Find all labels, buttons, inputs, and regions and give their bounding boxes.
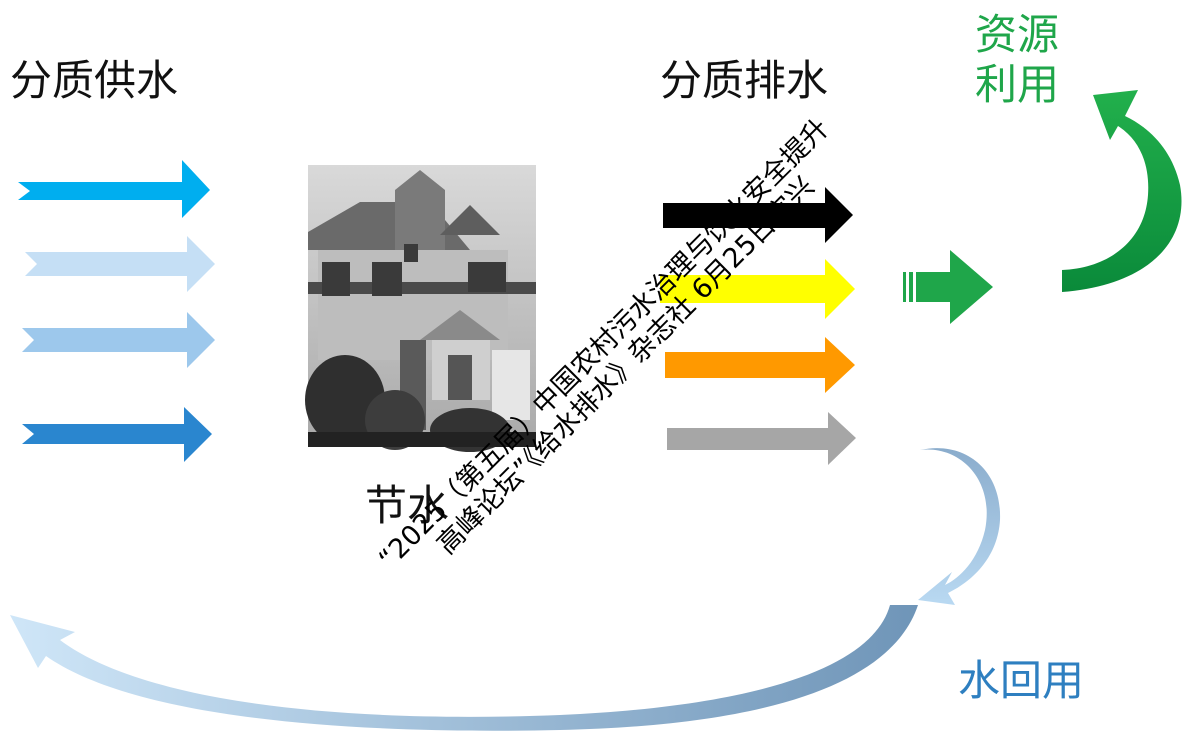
- label-resource: 资源 利用: [975, 10, 1059, 111]
- resource-curved-arrow: [1062, 90, 1182, 292]
- label-resource-line1: 资源: [975, 10, 1060, 59]
- supply-arrows: [18, 160, 215, 462]
- house-image: [305, 165, 536, 452]
- label-resource-line2: 利用: [975, 60, 1060, 110]
- drain-arrow-2: [660, 259, 855, 319]
- supply-arrow-4: [22, 407, 212, 462]
- resource-arrow: [903, 250, 993, 324]
- supply-arrow-2: [25, 236, 215, 292]
- drain-arrows: [660, 187, 856, 465]
- drain-arrow-3: [665, 337, 855, 393]
- supply-arrow-1: [18, 160, 210, 218]
- reuse-small-arrow: [918, 448, 1001, 605]
- label-reuse: 水回用: [958, 656, 1085, 705]
- label-supply: 分质供水: [10, 56, 179, 105]
- drain-arrow-4: [667, 412, 856, 465]
- reuse-large-arrow: [10, 605, 918, 731]
- drain-arrow-1: [663, 187, 853, 243]
- label-drain: 分质排水: [660, 56, 829, 105]
- label-save: 节水: [365, 481, 450, 530]
- supply-arrow-3: [22, 312, 215, 368]
